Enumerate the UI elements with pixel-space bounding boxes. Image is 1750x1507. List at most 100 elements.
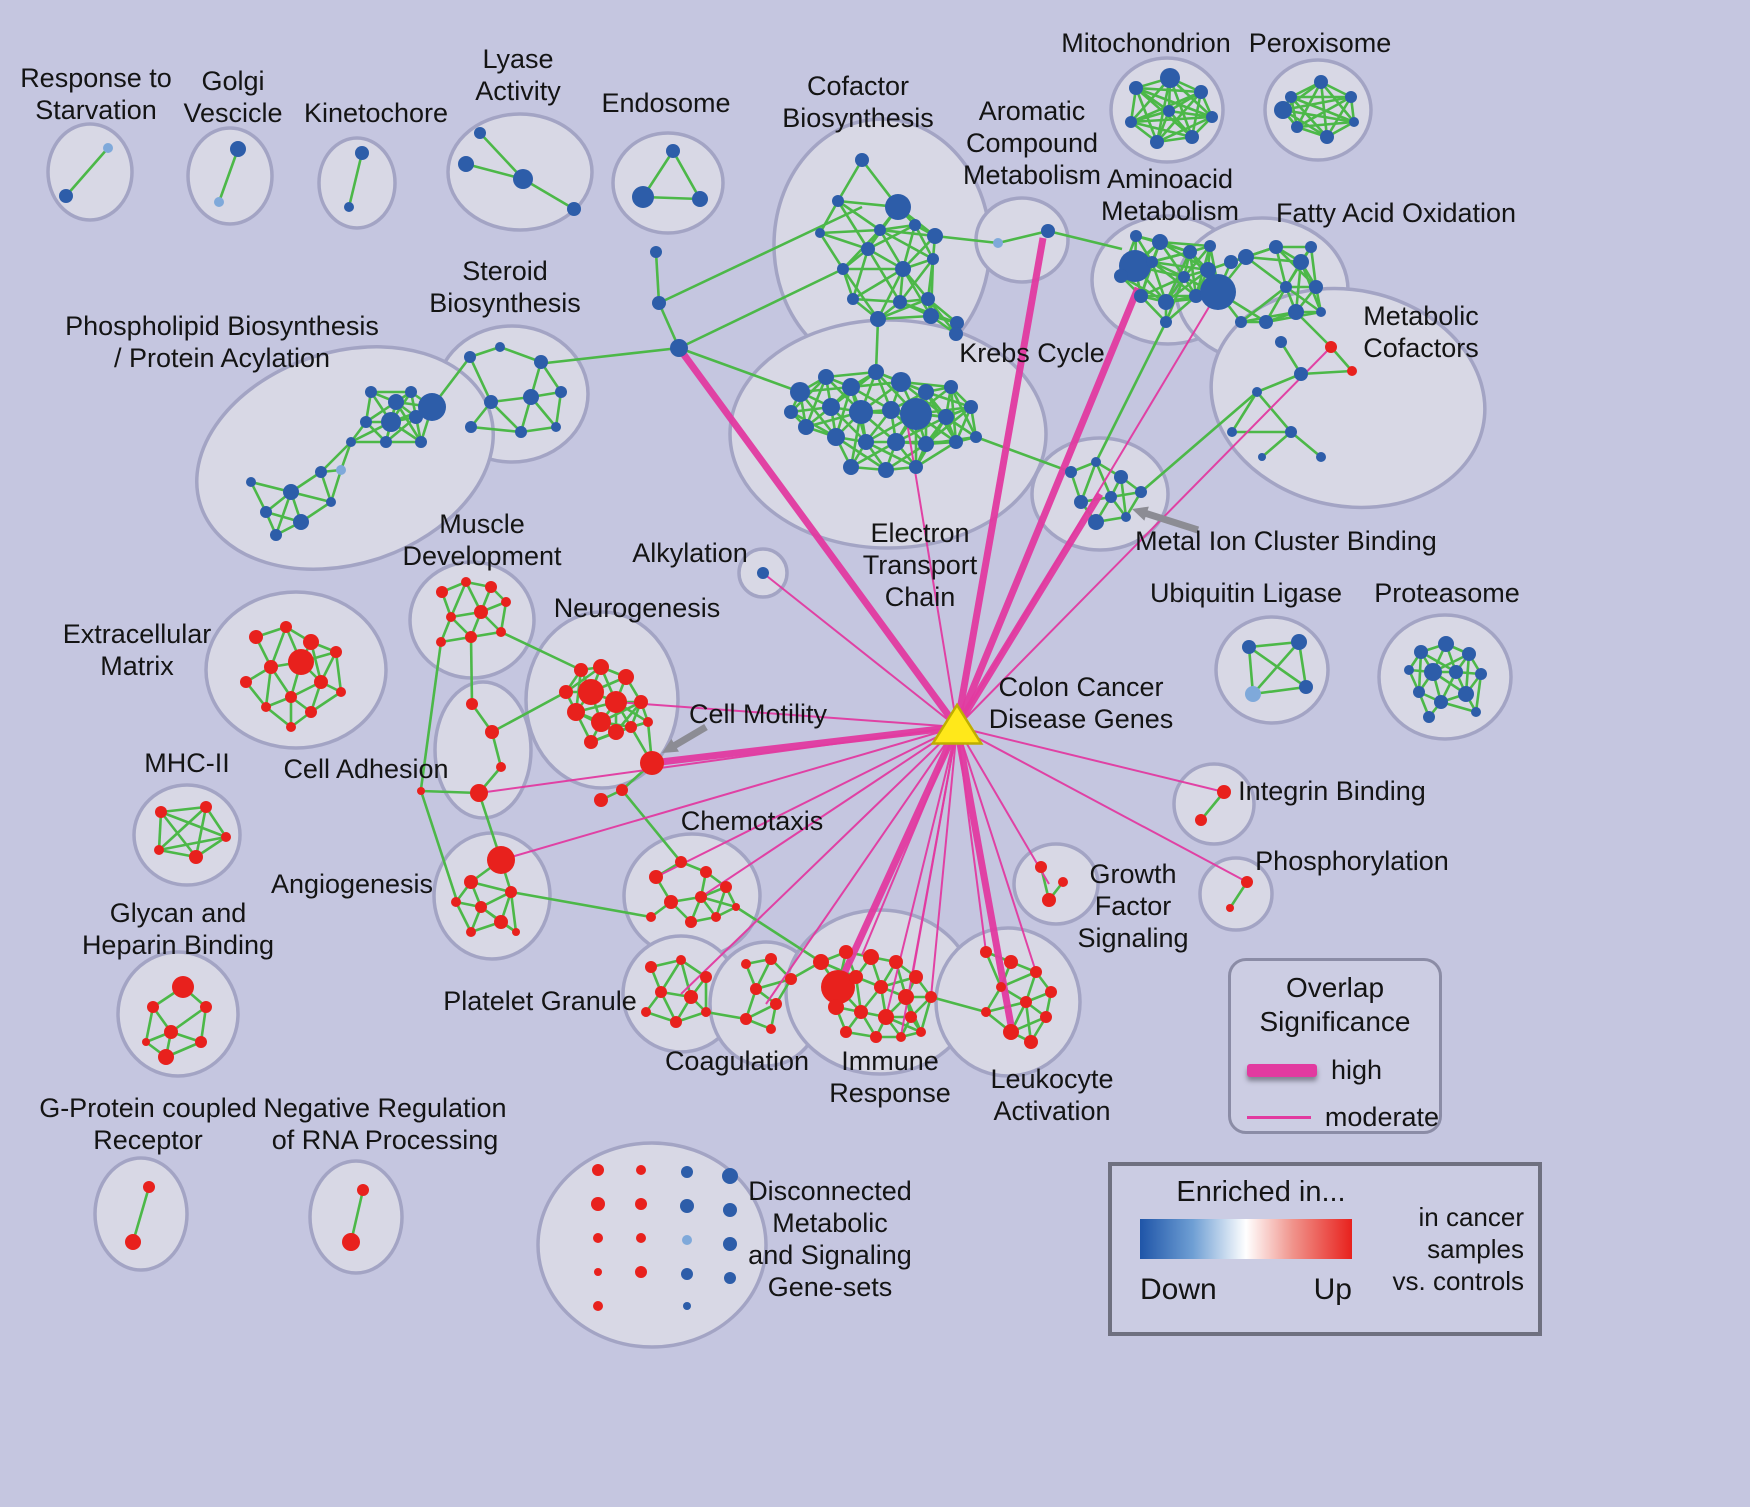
- gene-set-node[interactable]: [1074, 495, 1088, 509]
- gene-set-node[interactable]: [798, 419, 814, 435]
- gene-set-node[interactable]: [1275, 336, 1287, 348]
- gene-set-node[interactable]: [635, 1266, 647, 1278]
- gene-set-node[interactable]: [732, 903, 740, 911]
- gene-set-node[interactable]: [750, 983, 762, 995]
- gene-set-node[interactable]: [1004, 955, 1018, 969]
- gene-set-node[interactable]: [1003, 1024, 1019, 1040]
- gene-set-node[interactable]: [854, 1005, 868, 1019]
- gene-set-node[interactable]: [1206, 111, 1218, 123]
- gene-set-node[interactable]: [405, 386, 417, 398]
- gene-set-node[interactable]: [1404, 665, 1414, 675]
- gene-set-node[interactable]: [765, 953, 777, 965]
- gene-set-node[interactable]: [147, 1001, 159, 1013]
- gene-set-node[interactable]: [757, 567, 769, 579]
- gene-set-node[interactable]: [692, 191, 708, 207]
- gene-set-node[interactable]: [680, 1199, 694, 1213]
- gene-set-node[interactable]: [813, 954, 829, 970]
- gene-set-node[interactable]: [487, 846, 515, 874]
- gene-set-node[interactable]: [905, 1011, 917, 1023]
- gene-set-node[interactable]: [1105, 491, 1117, 503]
- gene-set-node[interactable]: [1045, 986, 1057, 998]
- gene-set-node[interactable]: [843, 459, 859, 475]
- gene-set-node[interactable]: [1349, 117, 1359, 127]
- gene-set-node[interactable]: [821, 970, 855, 1004]
- gene-set-node[interactable]: [643, 717, 653, 727]
- gene-set-node[interactable]: [246, 477, 256, 487]
- gene-set-node[interactable]: [840, 1026, 852, 1038]
- gene-set-node[interactable]: [305, 706, 317, 718]
- gene-set-node[interactable]: [1320, 130, 1334, 144]
- gene-set-node[interactable]: [1065, 466, 1077, 478]
- gene-set-node[interactable]: [685, 916, 697, 928]
- gene-set-node[interactable]: [1189, 289, 1203, 303]
- gene-set-node[interactable]: [1150, 135, 1164, 149]
- gene-set-node[interactable]: [837, 263, 849, 275]
- gene-set-node[interactable]: [446, 612, 456, 622]
- gene-set-node[interactable]: [336, 687, 346, 697]
- gene-set-node[interactable]: [655, 986, 667, 998]
- gene-set-node[interactable]: [918, 436, 934, 452]
- gene-set-node[interactable]: [723, 1203, 737, 1217]
- gene-set-node[interactable]: [1438, 636, 1454, 652]
- gene-set-node[interactable]: [1259, 315, 1273, 329]
- gene-set-node[interactable]: [1058, 877, 1068, 887]
- gene-set-node[interactable]: [1195, 814, 1207, 826]
- gene-set-node[interactable]: [670, 339, 688, 357]
- gene-set-node[interactable]: [484, 395, 498, 409]
- gene-set-node[interactable]: [270, 529, 282, 541]
- gene-set-node[interactable]: [470, 784, 488, 802]
- gene-set-node[interactable]: [889, 955, 903, 969]
- gene-set-node[interactable]: [645, 961, 657, 973]
- gene-set-node[interactable]: [640, 751, 664, 775]
- gene-set-node[interactable]: [925, 991, 937, 1003]
- gene-set-node[interactable]: [494, 915, 508, 929]
- gene-set-node[interactable]: [59, 189, 73, 203]
- gene-set-node[interactable]: [1204, 240, 1216, 252]
- gene-set-node[interactable]: [103, 143, 113, 153]
- gene-set-node[interactable]: [1185, 130, 1199, 144]
- gene-set-node[interactable]: [828, 999, 844, 1015]
- gene-set-node[interactable]: [155, 806, 167, 818]
- gene-set-node[interactable]: [711, 912, 721, 922]
- gene-set-node[interactable]: [616, 784, 628, 796]
- gene-set-node[interactable]: [280, 621, 292, 633]
- gene-set-node[interactable]: [1114, 269, 1128, 283]
- gene-set-node[interactable]: [293, 514, 309, 530]
- gene-set-node[interactable]: [1293, 254, 1309, 270]
- gene-set-node[interactable]: [818, 369, 834, 385]
- gene-set-node[interactable]: [1183, 245, 1197, 259]
- gene-set-node[interactable]: [641, 1007, 651, 1017]
- gene-set-node[interactable]: [964, 400, 978, 414]
- gene-set-node[interactable]: [993, 238, 1003, 248]
- gene-set-node[interactable]: [465, 631, 477, 643]
- gene-set-node[interactable]: [870, 1031, 882, 1043]
- gene-set-node[interactable]: [593, 1301, 603, 1311]
- gene-set-node[interactable]: [409, 410, 423, 424]
- gene-set-node[interactable]: [593, 659, 609, 675]
- gene-set-node[interactable]: [1035, 861, 1047, 873]
- gene-set-node[interactable]: [720, 881, 732, 893]
- gene-set-node[interactable]: [1091, 457, 1101, 467]
- gene-set-node[interactable]: [1269, 240, 1283, 254]
- gene-set-node[interactable]: [1160, 68, 1180, 88]
- gene-set-node[interactable]: [567, 202, 581, 216]
- gene-set-node[interactable]: [342, 1233, 360, 1251]
- gene-set-node[interactable]: [849, 400, 873, 424]
- gene-set-node[interactable]: [944, 380, 958, 394]
- gene-set-node[interactable]: [927, 253, 939, 265]
- gene-set-node[interactable]: [513, 169, 533, 189]
- gene-set-node[interactable]: [724, 1272, 736, 1284]
- gene-set-node[interactable]: [723, 1237, 737, 1251]
- gene-set-node[interactable]: [676, 955, 686, 965]
- gene-set-node[interactable]: [646, 912, 656, 922]
- gene-set-node[interactable]: [1130, 230, 1142, 242]
- gene-set-node[interactable]: [380, 436, 392, 448]
- gene-set-node[interactable]: [1252, 387, 1262, 397]
- gene-set-node[interactable]: [882, 401, 900, 419]
- gene-set-node[interactable]: [1217, 785, 1231, 799]
- gene-set-node[interactable]: [842, 378, 860, 396]
- gene-set-node[interactable]: [675, 856, 687, 868]
- gene-set-node[interactable]: [670, 1016, 682, 1028]
- gene-set-node[interactable]: [636, 1233, 646, 1243]
- gene-set-node[interactable]: [1160, 316, 1172, 328]
